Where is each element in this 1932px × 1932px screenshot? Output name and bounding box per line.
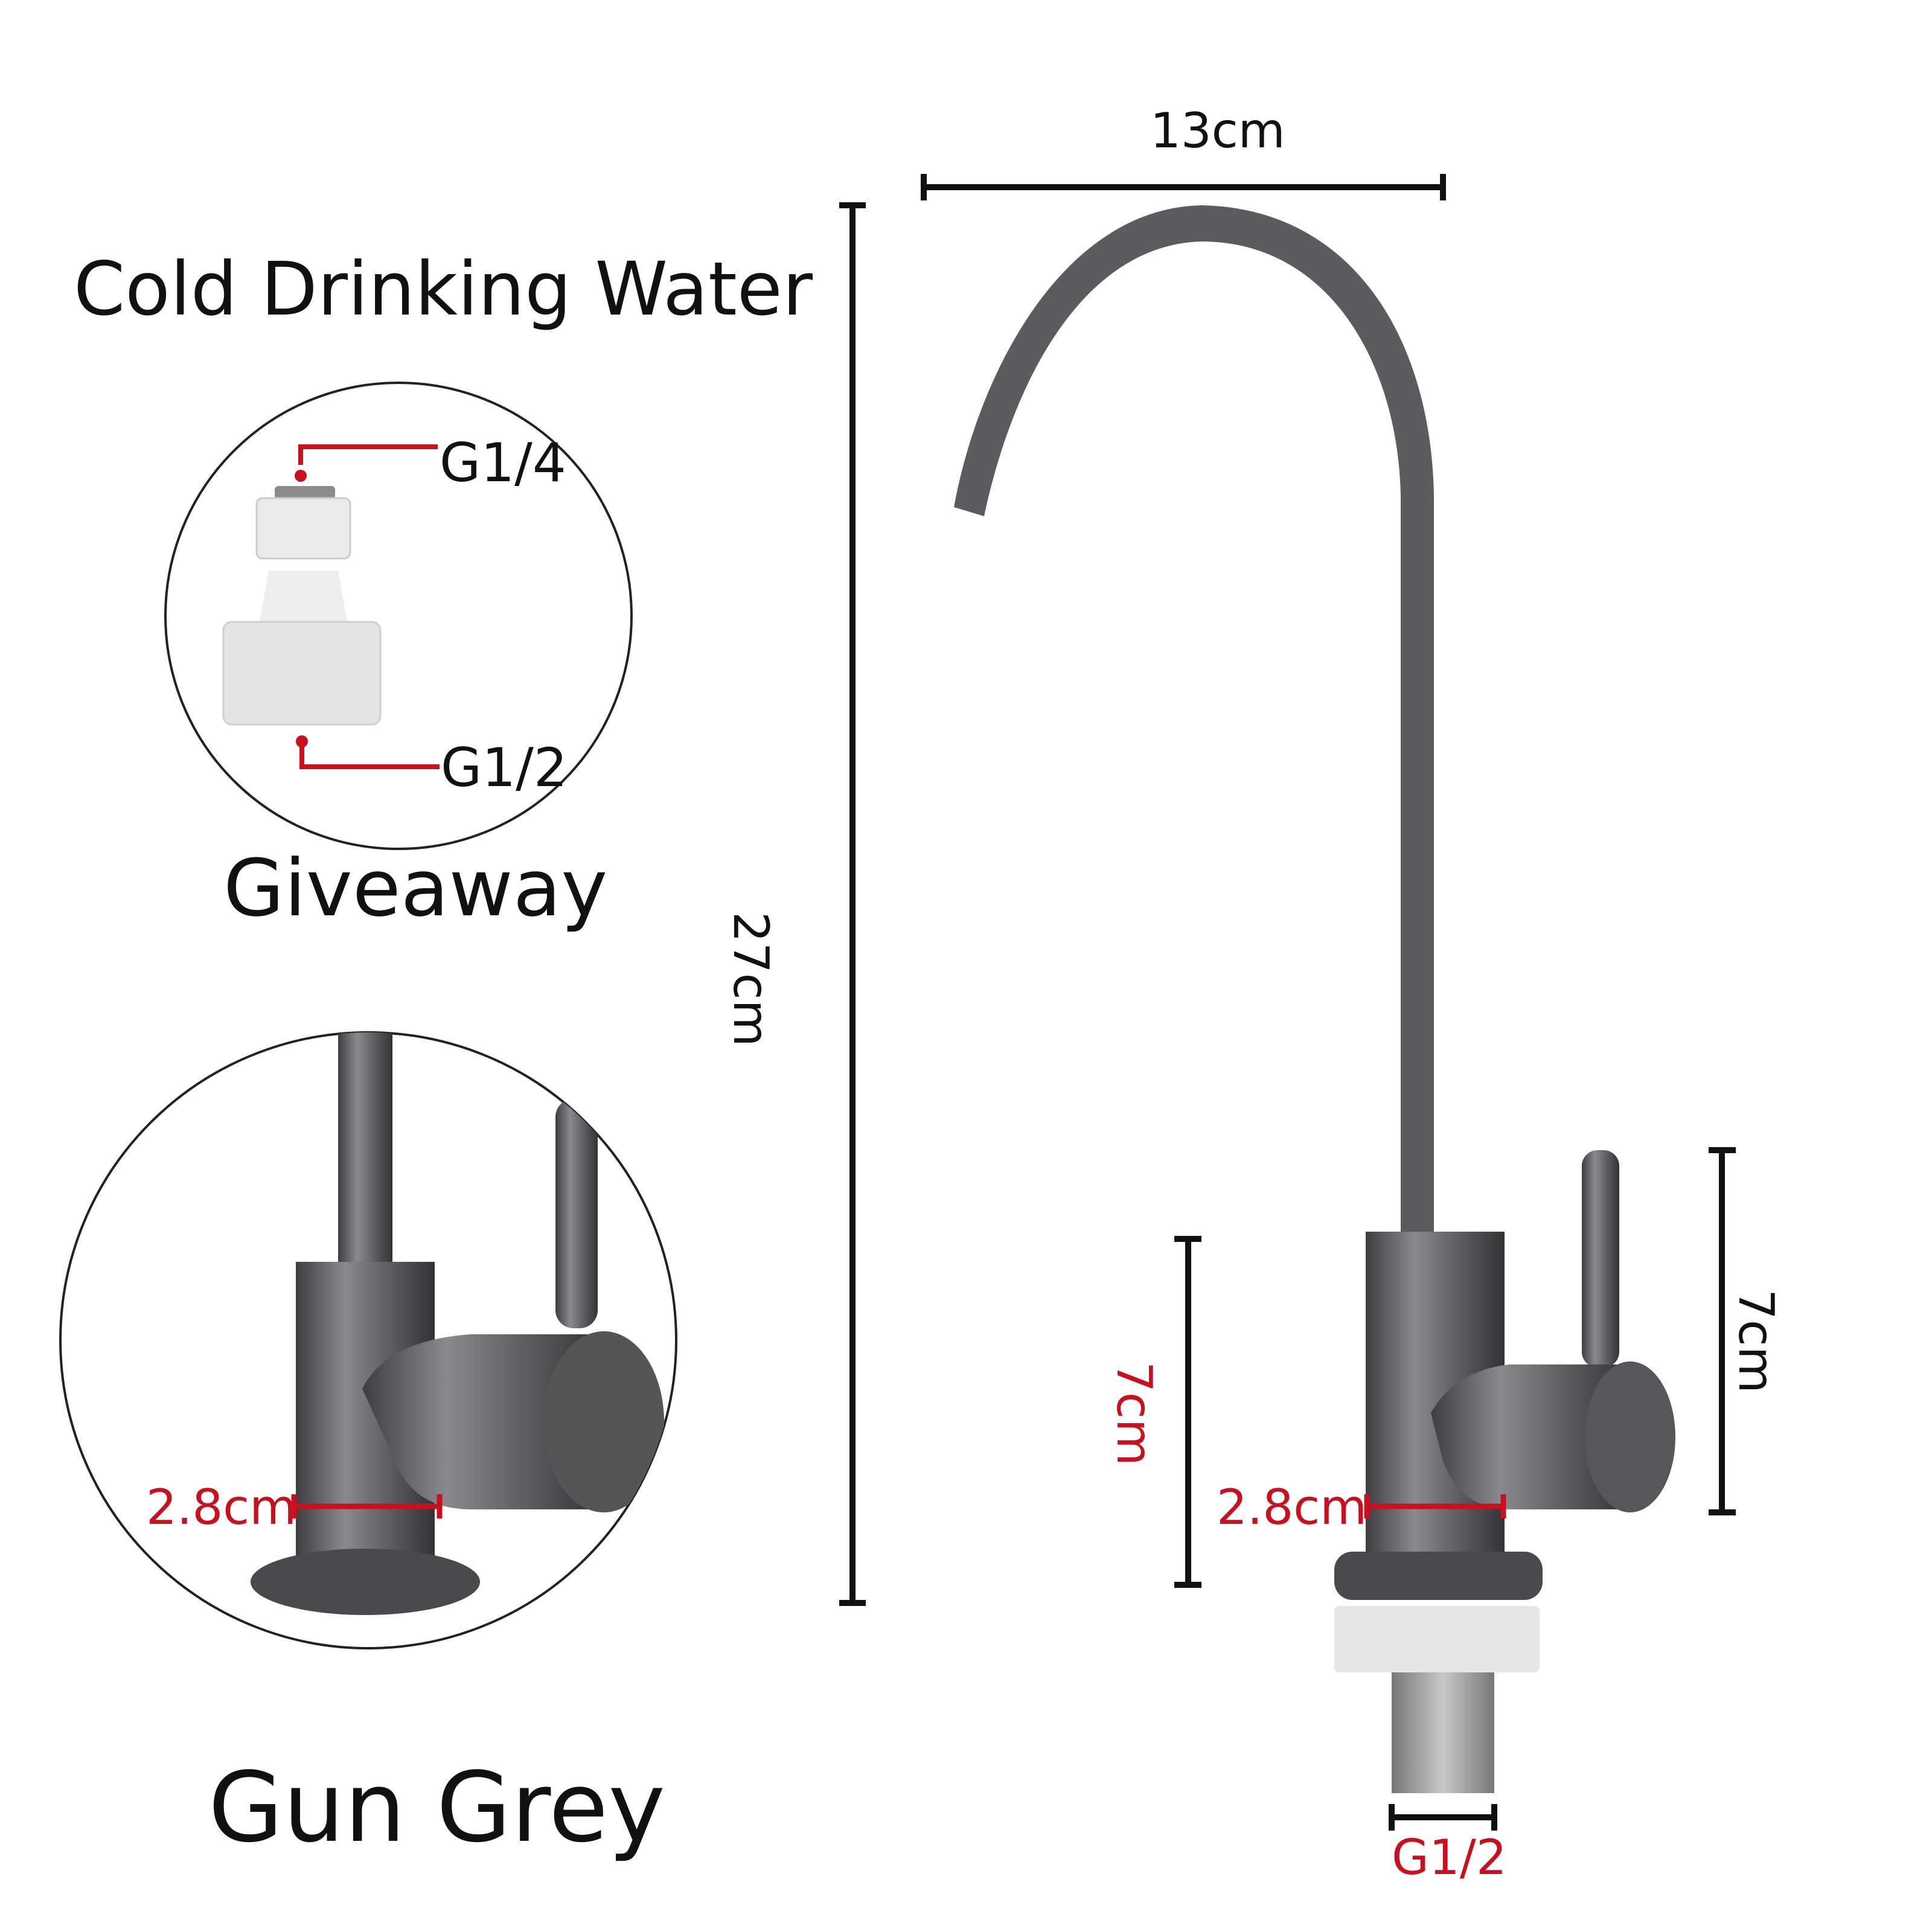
giveaway-label: Giveaway: [223, 842, 608, 934]
adapter-top-thread-label: G1/4: [440, 432, 566, 494]
detail-circle: [59, 1031, 677, 1649]
inlet-thread-label: G1/2: [1392, 1829, 1507, 1886]
dimension-lines: [839, 174, 1736, 1831]
handle-height-label: 7cm: [1728, 1289, 1784, 1393]
total-height-label: 27cm: [723, 912, 779, 1047]
product-title: Cold Drinking Water: [74, 246, 813, 332]
color-finish-label: Gun Grey: [208, 1751, 666, 1864]
spout-reach-label: 13cm: [1150, 103, 1285, 159]
adapter-bottom-thread-label: G1/2: [441, 737, 568, 799]
main-diameter-label: 2.8cm: [1217, 1479, 1367, 1535]
body-height-label: 7cm: [1106, 1361, 1162, 1466]
detail-diameter-label: 2.8cm: [146, 1479, 297, 1535]
adapter-circle: [164, 382, 633, 850]
faucet-main: [954, 205, 1675, 1793]
